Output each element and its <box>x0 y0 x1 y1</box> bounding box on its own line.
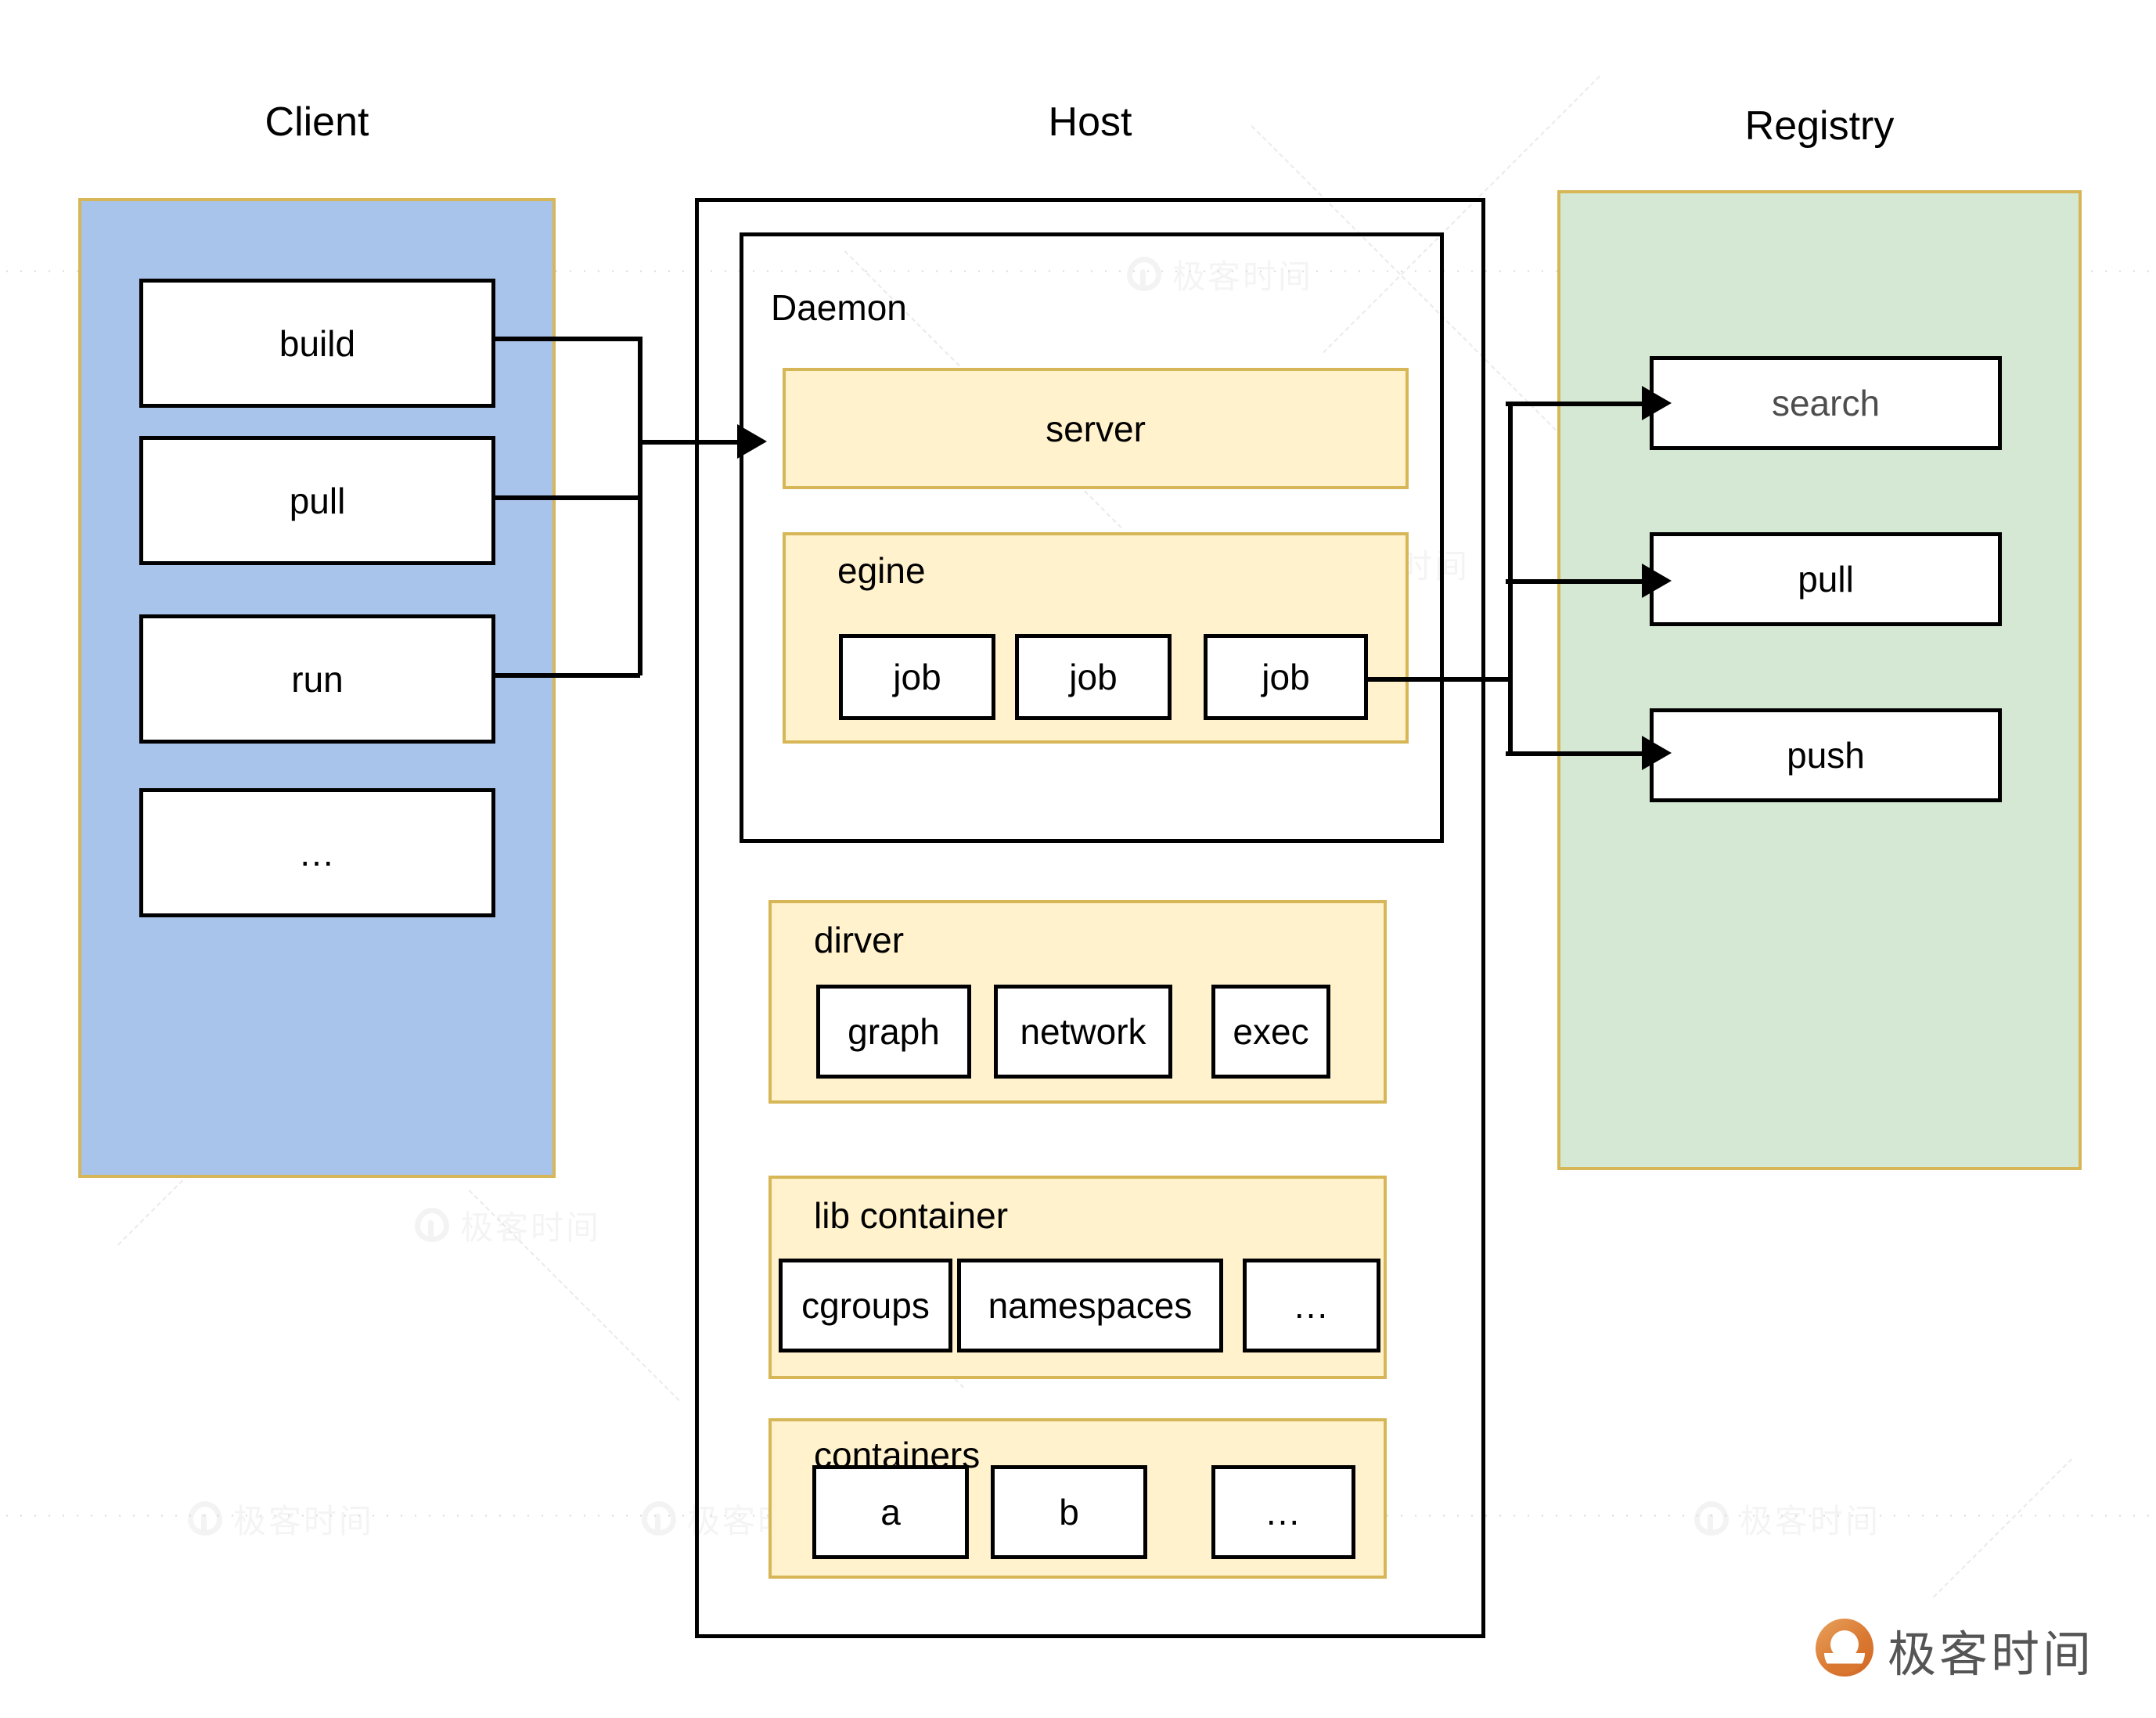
client-command-build[interactable]: build <box>139 279 495 408</box>
location-pin-icon <box>642 1500 676 1537</box>
driver-item-exec[interactable]: exec <box>1211 985 1330 1079</box>
libcontainer-item-cgroups[interactable]: cgroups <box>779 1259 952 1352</box>
geektime-pin-icon <box>1816 1619 1873 1681</box>
registry-op-label: pull <box>1798 559 1854 600</box>
driver-item-label: network <box>1020 1011 1146 1052</box>
registry-op-push[interactable]: push <box>1650 708 2002 802</box>
engine-job-label: job <box>1262 657 1310 697</box>
watermark: 极客时间 <box>188 1495 374 1543</box>
client-command-label: ... <box>300 832 335 873</box>
libcontainer-item-label: cgroups <box>801 1285 930 1326</box>
libcontainer-item-namespaces[interactable]: namespaces <box>957 1259 1223 1352</box>
container-item-label: b <box>1059 1492 1079 1533</box>
client-command-pull[interactable]: pull <box>139 436 495 565</box>
connector-registry-trunk <box>1508 402 1513 754</box>
registry-op-search[interactable]: search <box>1650 356 2002 450</box>
registry-op-label: push <box>1787 735 1865 776</box>
location-pin-icon <box>188 1500 222 1537</box>
driver-item-network[interactable]: network <box>994 985 1172 1079</box>
libcontainer-item-more[interactable]: ... <box>1243 1259 1380 1352</box>
host-group-containers-label: containers <box>814 1435 981 1475</box>
brand-logo: 极客时间 <box>1816 1615 2094 1685</box>
daemon-server-group <box>783 368 1409 489</box>
connector-pull-stub <box>495 495 640 500</box>
daemon-box <box>740 232 1444 843</box>
daemon-server-label: server <box>1046 409 1146 449</box>
watermark-text: 极客时间 <box>1740 1502 1881 1540</box>
daemon-label: Daemon <box>771 287 907 328</box>
watermark-text: 极客时间 <box>460 1208 602 1247</box>
registry-op-label: search <box>1771 383 1881 423</box>
column-title-host: Host <box>1048 99 1132 145</box>
host-group-libcontainer-label: lib container <box>814 1195 1009 1236</box>
column-title-registry: Registry <box>1744 103 1895 149</box>
engine-job-1[interactable]: job <box>839 634 995 720</box>
host-box <box>695 198 1485 1638</box>
brand-text: 极客时间 <box>1888 1626 2095 1683</box>
column-title-client: Client <box>265 99 369 145</box>
bg-diagonal-line <box>1933 1458 2073 1598</box>
container-item-b[interactable]: b <box>991 1465 1147 1559</box>
registry-op-pull[interactable]: pull <box>1650 532 2002 626</box>
bg-diagonal-line <box>468 1190 680 1402</box>
host-group-driver-label: dirver <box>814 920 905 960</box>
libcontainer-item-label: ... <box>1294 1285 1330 1326</box>
driver-item-label: graph <box>848 1011 940 1052</box>
libcontainer-item-label: namespaces <box>988 1285 1193 1326</box>
client-command-label: run <box>291 658 344 700</box>
watermark-text: 极客时间 <box>233 1502 375 1540</box>
container-item-label: ... <box>1265 1492 1301 1533</box>
connector-build-stub <box>495 337 640 341</box>
arrow-to-pull <box>1642 564 1672 598</box>
watermark: 极客时间 <box>415 1201 601 1249</box>
container-item-label: a <box>880 1492 901 1533</box>
driver-item-label: exec <box>1233 1011 1309 1052</box>
arrow-client-to-server <box>737 424 767 459</box>
connector-client-to-server <box>638 440 743 445</box>
engine-job-label: job <box>893 657 941 697</box>
location-pin-icon <box>1694 1500 1729 1537</box>
connector-trunk-to-search <box>1506 402 1647 406</box>
connector-trunk-to-push <box>1506 751 1647 756</box>
container-item-a[interactable]: a <box>812 1465 969 1559</box>
connector-run-stub <box>495 673 640 678</box>
connector-client-trunk <box>638 337 642 675</box>
daemon-engine-label: egine <box>837 550 926 591</box>
engine-job-3[interactable]: job <box>1204 634 1368 720</box>
location-pin-icon <box>415 1207 449 1244</box>
registry-panel <box>1557 190 2082 1170</box>
client-command-run[interactable]: run <box>139 614 495 744</box>
arrow-to-search <box>1642 386 1672 420</box>
client-command-label: pull <box>289 480 346 521</box>
container-item-more[interactable]: ... <box>1211 1465 1355 1559</box>
engine-job-2[interactable]: job <box>1015 634 1172 720</box>
client-command-more[interactable]: ... <box>139 788 495 917</box>
connector-job-to-trunk <box>1364 677 1510 682</box>
engine-job-label: job <box>1069 657 1118 697</box>
watermark: 极客时间 <box>1694 1495 1881 1543</box>
client-command-label: build <box>279 322 356 364</box>
driver-item-graph[interactable]: graph <box>816 985 971 1079</box>
arrow-to-push <box>1642 736 1672 770</box>
connector-trunk-to-pull <box>1506 579 1647 584</box>
